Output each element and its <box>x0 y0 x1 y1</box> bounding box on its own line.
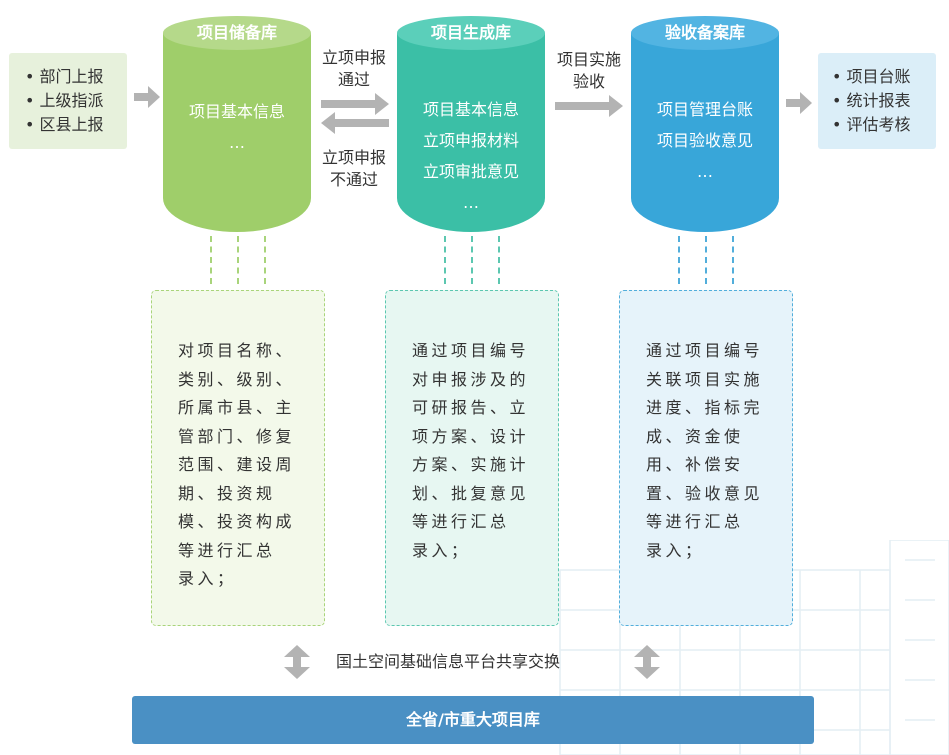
detail-line: 方案、实施计 <box>412 455 530 474</box>
reserve-db-title: 项目储备库 <box>196 23 277 42</box>
detail-line: 录入； <box>178 569 237 588</box>
generate-db-line: … <box>463 193 479 212</box>
acceptance-database: 验收备案库 项目管理台账 项目验收意见 … <box>631 16 779 232</box>
dashed-connector <box>444 236 446 284</box>
detail-line: 等进行汇总 <box>646 512 744 531</box>
arrow-right-icon <box>555 95 623 117</box>
rejected-label: 立项申报 不通过 <box>318 147 390 191</box>
dashed-connector <box>678 236 680 284</box>
output-box: 项目台账 统计报表 评估考核 <box>818 53 936 149</box>
output-item: 项目台账 <box>832 65 936 89</box>
generate-database: 项目生成库 项目基本信息 立项申报材料 立项审批意见 … <box>397 16 545 232</box>
detail-line: 所属市县、主 <box>178 398 296 417</box>
major-project-database-bar: 全省/市重大项目库 <box>132 696 814 744</box>
rejected-label-line: 立项申报 <box>321 148 386 167</box>
dashed-connector <box>498 236 500 284</box>
generate-db-line: 立项申报材料 <box>422 131 519 150</box>
accept-db-line: … <box>697 162 713 181</box>
detail-line: 进度、指标完 <box>646 398 764 417</box>
detail-line: 模、投资构成 <box>178 512 296 531</box>
reserve-detail-box: 对项目名称、 类别、级别、 所属市县、主 管部门、修复 范围、建设周 期、投资规… <box>151 290 325 626</box>
cylinder-top <box>397 16 545 50</box>
cylinder-top <box>163 16 311 50</box>
detail-line: 管部门、修复 <box>178 426 296 446</box>
detail-line: 范围、建设周 <box>178 455 296 474</box>
generate-db-line: 项目基本信息 <box>422 100 519 119</box>
approved-label-line: 通过 <box>337 70 370 89</box>
generate-db-line: 立项审批意见 <box>422 162 519 181</box>
reserve-db-line: … <box>229 133 245 152</box>
detail-line: 录入； <box>646 540 705 560</box>
detail-line: 期、投资规 <box>178 483 276 503</box>
accept-db-title: 验收备案库 <box>664 23 745 42</box>
generate-db-title: 项目生成库 <box>430 23 511 42</box>
detail-line: 用、补偿安 <box>646 455 744 474</box>
accepted-label-line: 验收 <box>572 72 605 91</box>
accept-db-line: 项目管理台账 <box>656 100 753 119</box>
accepted-label: 项目实施 验收 <box>553 49 625 93</box>
cylinder-body <box>397 33 545 232</box>
input-item: 区县上报 <box>25 113 127 137</box>
dashed-connector <box>210 236 212 284</box>
dashed-connector <box>264 236 266 284</box>
accept-detail-box: 通过项目编号 关联项目实施 进度、指标完 成、资金使 用、补偿安 置、验收意见 … <box>619 290 793 626</box>
input-item: 上级指派 <box>25 89 127 113</box>
approved-label-line: 立项申报 <box>321 48 386 67</box>
accept-db-line: 项目验收意见 <box>656 131 753 150</box>
detail-line: 录入； <box>412 540 471 560</box>
generate-detail-box: 通过项目编号 对申报涉及的 可研报告、立 项方案、设计 方案、实施计 划、批复意… <box>385 290 559 626</box>
dashed-connector <box>732 236 734 284</box>
detail-line: 通过项目编号 <box>412 341 530 360</box>
dashed-connector <box>705 236 707 284</box>
input-item: 部门上报 <box>25 65 127 89</box>
cylinder-body <box>163 33 311 232</box>
detail-line: 可研报告、立 <box>412 398 530 417</box>
detail-line: 等进行汇总 <box>412 512 510 531</box>
output-item: 统计报表 <box>832 89 936 113</box>
reserve-database: 项目储备库 项目基本信息 … <box>163 16 311 232</box>
detail-line: 成、资金使 <box>646 426 744 446</box>
detail-line: 对项目名称、 <box>178 341 296 360</box>
double-arrow-vertical-icon <box>634 645 660 679</box>
detail-line: 关联项目实施 <box>646 369 764 389</box>
detail-line: 通过项目编号 <box>646 341 764 360</box>
detail-line: 划、批复意见 <box>412 483 530 503</box>
dashed-connector <box>237 236 239 284</box>
cylinder-top <box>631 16 779 50</box>
detail-line: 等进行汇总 <box>178 540 276 560</box>
approved-label: 立项申报 通过 <box>318 47 390 91</box>
accepted-label-line: 项目实施 <box>556 50 621 69</box>
reserve-db-line: 项目基本信息 <box>188 102 285 121</box>
double-arrow-vertical-icon <box>284 645 310 679</box>
dashed-connector <box>471 236 473 284</box>
arrow-right-icon <box>786 92 812 114</box>
arrow-right-icon <box>134 86 160 108</box>
detail-line: 置、验收意见 <box>646 483 764 503</box>
output-item: 评估考核 <box>832 113 936 137</box>
cylinder-body <box>631 33 779 232</box>
detail-line: 对申报涉及的 <box>412 369 530 389</box>
rejected-label-line: 不通过 <box>329 170 378 189</box>
detail-line: 项方案、设计 <box>412 426 530 446</box>
arrow-left-icon <box>321 112 389 134</box>
detail-line: 类别、级别、 <box>178 369 296 389</box>
input-sources-box: 部门上报 上级指派 区县上报 <box>9 53 127 149</box>
platform-label: 国土空间基础信息平台共享交换 <box>336 652 561 671</box>
arrow-right-icon <box>321 93 389 115</box>
